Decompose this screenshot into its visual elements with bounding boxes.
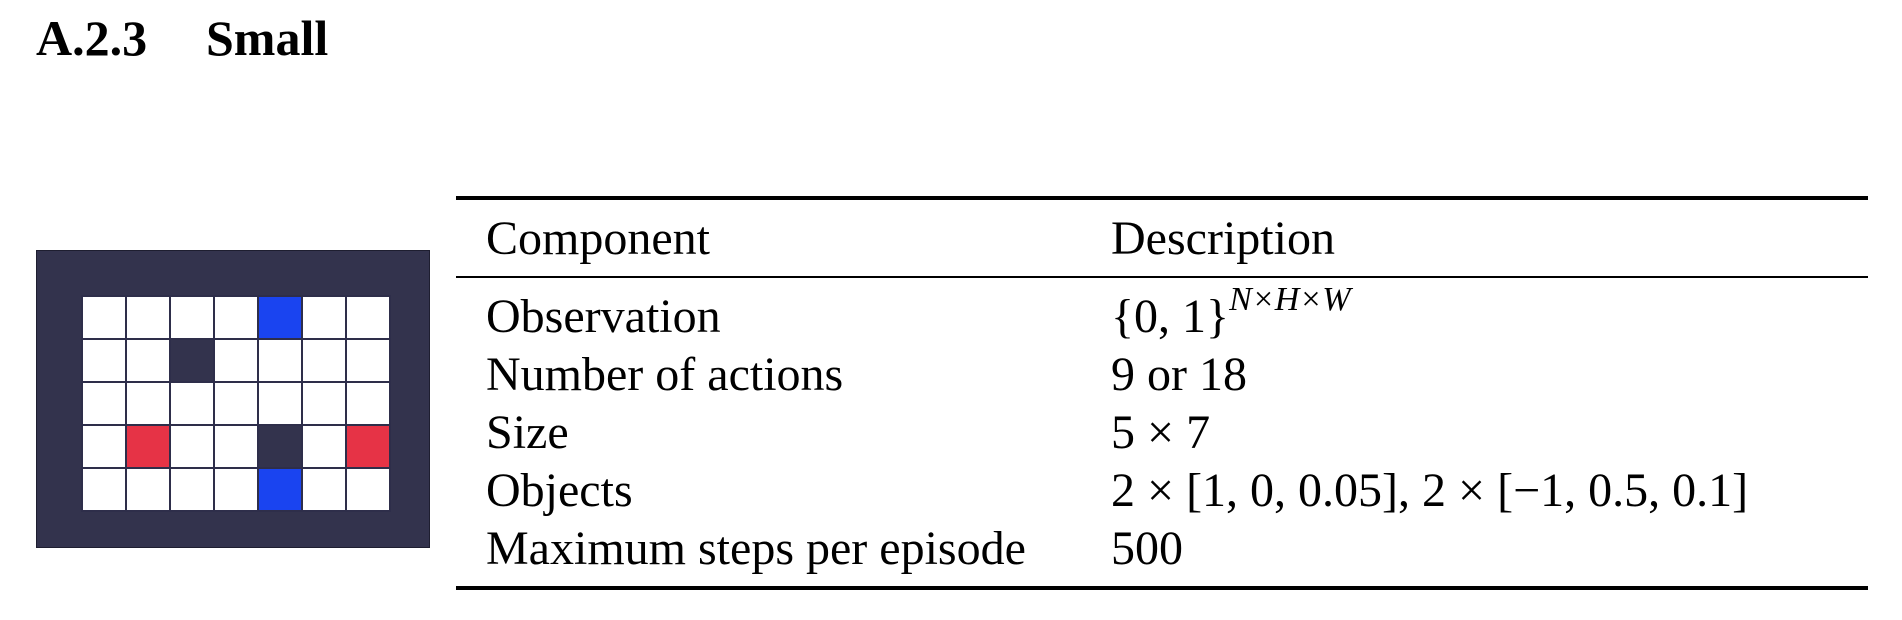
- grid-cell-empty: [302, 382, 346, 425]
- table-header-row: Component Description: [456, 200, 1868, 276]
- grid-cell-empty: [82, 382, 126, 425]
- grid-board: [81, 295, 391, 512]
- grid-cell-empty: [214, 339, 258, 382]
- row-description: 9 or 18: [1111, 348, 1247, 401]
- table-row: Number of actions 9 or 18: [456, 346, 1868, 404]
- table-bottom-rule: [456, 586, 1868, 590]
- grid-cell-empty: [302, 468, 346, 511]
- row-component: Observation: [486, 290, 721, 343]
- grid-cell-empty: [170, 425, 214, 468]
- grid-cell-empty: [214, 425, 258, 468]
- section-number: A.2.3: [36, 10, 148, 66]
- grid-cell-empty: [126, 339, 170, 382]
- grid-cell-red: [346, 425, 390, 468]
- grid-cell-empty: [302, 339, 346, 382]
- grid-cell-empty: [82, 339, 126, 382]
- row-component: Size: [486, 406, 569, 459]
- grid-cell-empty: [214, 382, 258, 425]
- grid-cell-empty: [82, 425, 126, 468]
- table-row: Observation {0, 1}N×H×W: [456, 283, 1868, 346]
- grid-cell-empty: [126, 296, 170, 339]
- row-description: {0, 1}N×H×W: [1111, 283, 1868, 346]
- grid-cell-empty: [214, 296, 258, 339]
- environment-table: Component Description Observation {0, 1}…: [456, 196, 1868, 590]
- section-heading: A.2.3 Small: [36, 8, 328, 68]
- grid-cell-blue: [258, 296, 302, 339]
- header-component: Component: [486, 212, 710, 265]
- grid-cell-empty: [214, 468, 258, 511]
- observation-exponent: N×H×W: [1229, 281, 1351, 318]
- grid-cell-empty: [82, 468, 126, 511]
- grid-cell-dark: [258, 425, 302, 468]
- observation-base: {0, 1}: [1111, 290, 1230, 343]
- header-description: Description: [1111, 212, 1335, 265]
- grid-cell-empty: [346, 468, 390, 511]
- table-row: Objects 2 × [1, 0, 0.05], 2 × [−1, 0.5, …: [456, 462, 1868, 520]
- table-mid-rule: [456, 276, 1868, 278]
- table-row: Maximum steps per episode 500: [456, 520, 1868, 578]
- grid-cell-red: [126, 425, 170, 468]
- grid-cell-empty: [258, 339, 302, 382]
- table-row: Size 5 × 7: [456, 404, 1868, 462]
- section-title: Small: [206, 10, 329, 66]
- grid-cell-empty: [302, 296, 346, 339]
- grid-cell-empty: [346, 296, 390, 339]
- grid-cell-empty: [346, 339, 390, 382]
- grid-cell-empty: [346, 382, 390, 425]
- grid-cell-empty: [170, 468, 214, 511]
- row-description: 2 × [1, 0, 0.05], 2 × [−1, 0.5, 0.1]: [1111, 464, 1749, 517]
- grid-cell-empty: [170, 382, 214, 425]
- row-component: Objects: [486, 464, 633, 517]
- grid-environment-figure: [36, 250, 430, 548]
- grid-cell-empty: [82, 296, 126, 339]
- grid-cell-blue: [258, 468, 302, 511]
- table-body: Observation {0, 1}N×H×W Number of action…: [456, 278, 1868, 586]
- grid-cell-empty: [126, 382, 170, 425]
- row-description: 5 × 7: [1111, 406, 1211, 459]
- row-component: Number of actions: [486, 348, 844, 401]
- grid-cell-dark: [170, 339, 214, 382]
- row-description: 500: [1111, 522, 1183, 575]
- row-component: Maximum steps per episode: [486, 522, 1026, 575]
- grid-cell-empty: [302, 425, 346, 468]
- table-top-rule: [456, 196, 1868, 200]
- grid-cell-empty: [126, 468, 170, 511]
- grid-cell-empty: [258, 382, 302, 425]
- grid-cell-empty: [170, 296, 214, 339]
